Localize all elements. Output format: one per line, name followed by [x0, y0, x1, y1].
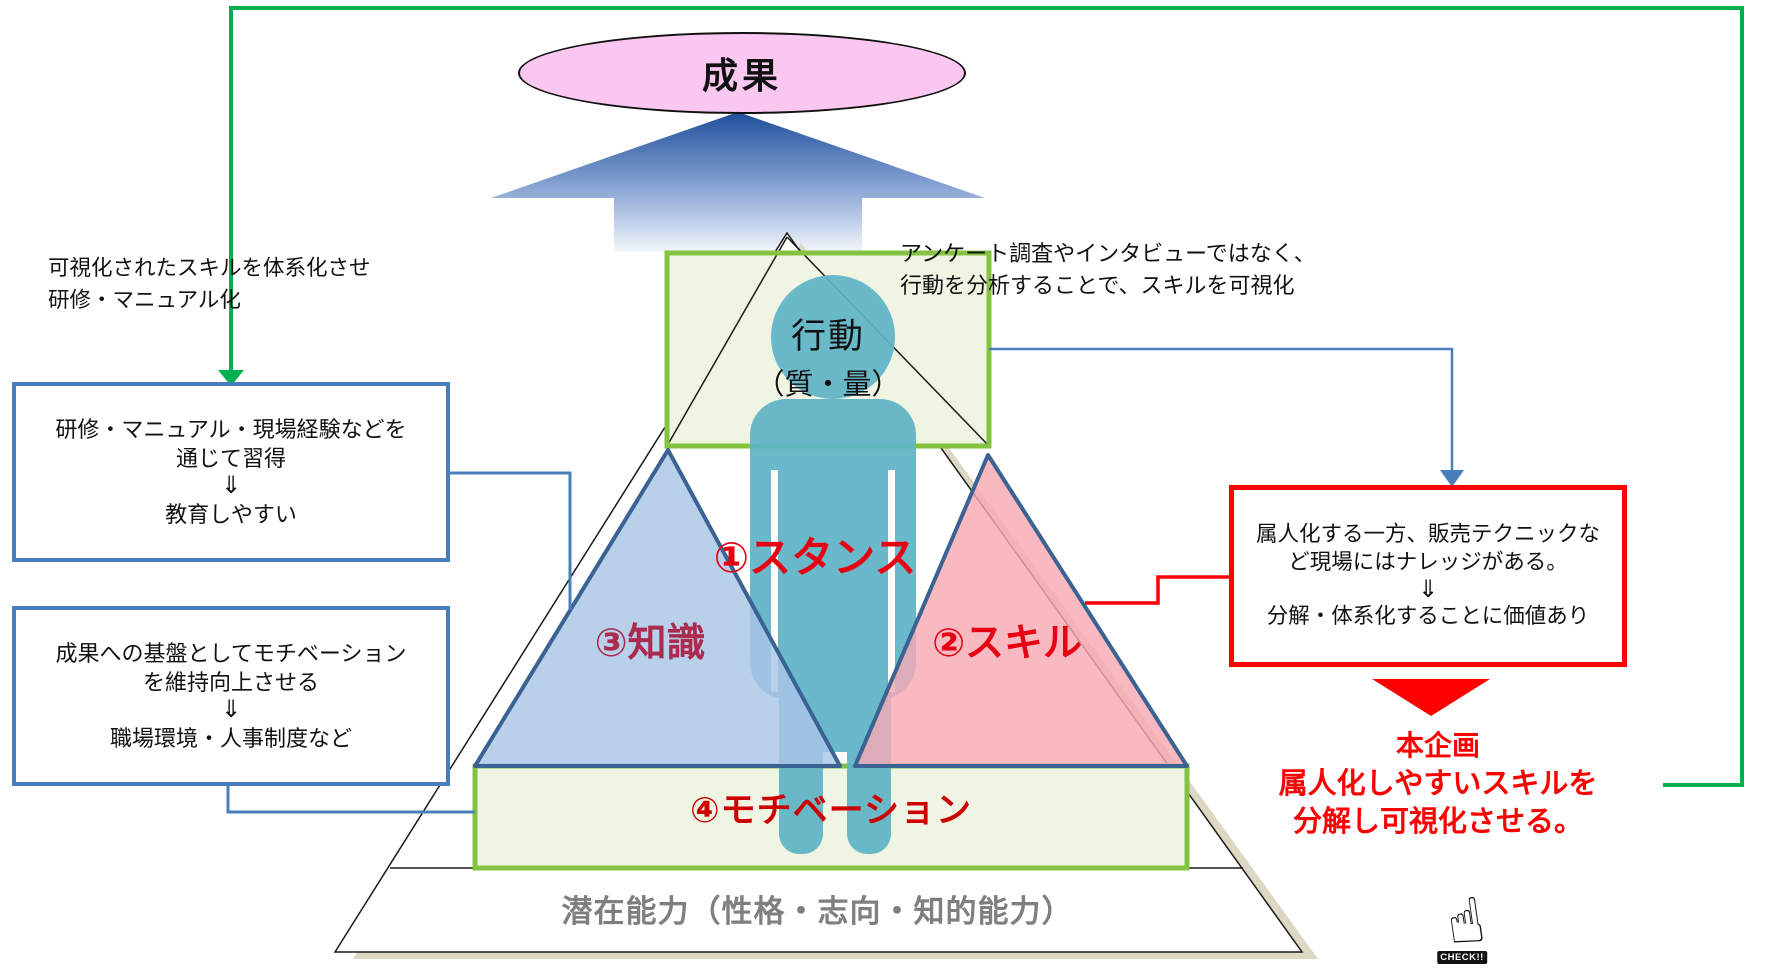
- knowledge-text: ③知識: [594, 622, 706, 665]
- behavior-line2: （質・量）: [755, 369, 901, 401]
- knowledge-callout-line1: 属人化する一方、販売テクニックな: [1255, 521, 1600, 546]
- motivation-downarrow: ⇓: [220, 696, 242, 724]
- check-hand: ☝ CHECK!!: [1418, 880, 1514, 966]
- survey-connector-arrowhead: [1440, 470, 1464, 487]
- survey-note-line1: アンケート調査やインタビューではなく、: [900, 241, 1316, 266]
- stance-layer-label: ①スタンス: [645, 524, 985, 585]
- behavior-layer-label: 行動 （質・量）: [667, 308, 989, 403]
- skill-triangle: [853, 453, 1189, 768]
- training-connector: [450, 471, 572, 610]
- stance-text: ①スタンス: [713, 534, 917, 581]
- behavior-line1: 行動: [790, 317, 865, 356]
- motivation-line2: を維持向上させる: [142, 670, 319, 696]
- systematize-note: 可視化されたスキルを体系化させ 研修・マニュアル化: [48, 252, 428, 317]
- person-arm-gap-right: [888, 470, 895, 692]
- results-label: 成果: [701, 55, 782, 96]
- knowledge-callout: 属人化する一方、販売テクニックな ど現場にはナレッジがある。 ⇓ 分解・体系化す…: [1229, 485, 1627, 667]
- plan-down-arrow: [1372, 679, 1490, 716]
- motivation-connector: [226, 786, 475, 814]
- knowledge-callout-line3: 分解・体系化することに価値あり: [1266, 604, 1590, 629]
- motivation-bar: [472, 763, 1190, 871]
- training-callout: 研修・マニュアル・現場経験などを 通じて習得 ⇓ 教育しやすい: [12, 382, 450, 562]
- motivation-text: ④モチベーション: [690, 791, 972, 830]
- motivation-callout: 成果への基盤としてモチベーション を維持向上させる ⇓ 職場環境・人事制度など: [12, 606, 450, 786]
- motivation-layer-label: ④モチベーション: [475, 782, 1187, 833]
- systematize-note-line2: 研修・マニュアル化: [48, 288, 241, 313]
- apex-left-edge: [666, 236, 788, 447]
- pointing-hand-icon: ☝: [1442, 885, 1490, 960]
- results-up-arrow: [491, 112, 985, 252]
- knowledge-layer-label: ③知識: [555, 612, 745, 668]
- training-line2: 通じて習得: [175, 446, 286, 472]
- survey-note: アンケート調査やインタビューではなく、 行動を分析することで、スキルを可視化: [900, 238, 1440, 302]
- skill-knowledge-connector: [1085, 575, 1229, 605]
- motivation-line3: 職場環境・人事制度など: [109, 725, 352, 751]
- systematize-note-line1: 可視化されたスキルを体系化させ: [48, 256, 371, 280]
- survey-note-line2: 行動を分析することで、スキルを可視化: [900, 272, 1295, 298]
- skill-layer-label: ②スキル: [912, 612, 1102, 668]
- plan-title: 本企画: [1395, 730, 1480, 761]
- plan-line1: 属人化しやすいスキルを: [1278, 767, 1598, 800]
- motivation-line1: 成果への基盤としてモチベーション: [55, 641, 407, 667]
- plan-line2: 分解し可視化させる。: [1292, 806, 1583, 839]
- latent-layer-label: 潜在能力（性格・志向・知的能力）: [390, 886, 1245, 931]
- knowledge-callout-line2: ど現場にはナレッジがある。: [1288, 549, 1568, 574]
- results-ellipse: 成果: [518, 32, 966, 114]
- person-arm-gap-left: [771, 470, 778, 692]
- skill-text: ②スキル: [931, 622, 1083, 665]
- training-line3: 教育しやすい: [165, 501, 297, 527]
- check-badge: CHECK!!: [1437, 951, 1487, 964]
- feedback-loop-arrowhead: [218, 370, 244, 386]
- training-line1: 研修・マニュアル・現場経験などを: [55, 417, 407, 443]
- latent-text: 潜在能力（性格・志向・知的能力）: [561, 894, 1074, 929]
- knowledge-callout-downarrow: ⇓: [1417, 575, 1439, 603]
- training-downarrow: ⇓: [220, 472, 242, 500]
- feedback-loop-line: [229, 6, 1744, 787]
- survey-connector: [989, 347, 1454, 472]
- plan-note: 本企画 属人化しやすいスキルを 分解し可視化させる。: [1238, 728, 1638, 841]
